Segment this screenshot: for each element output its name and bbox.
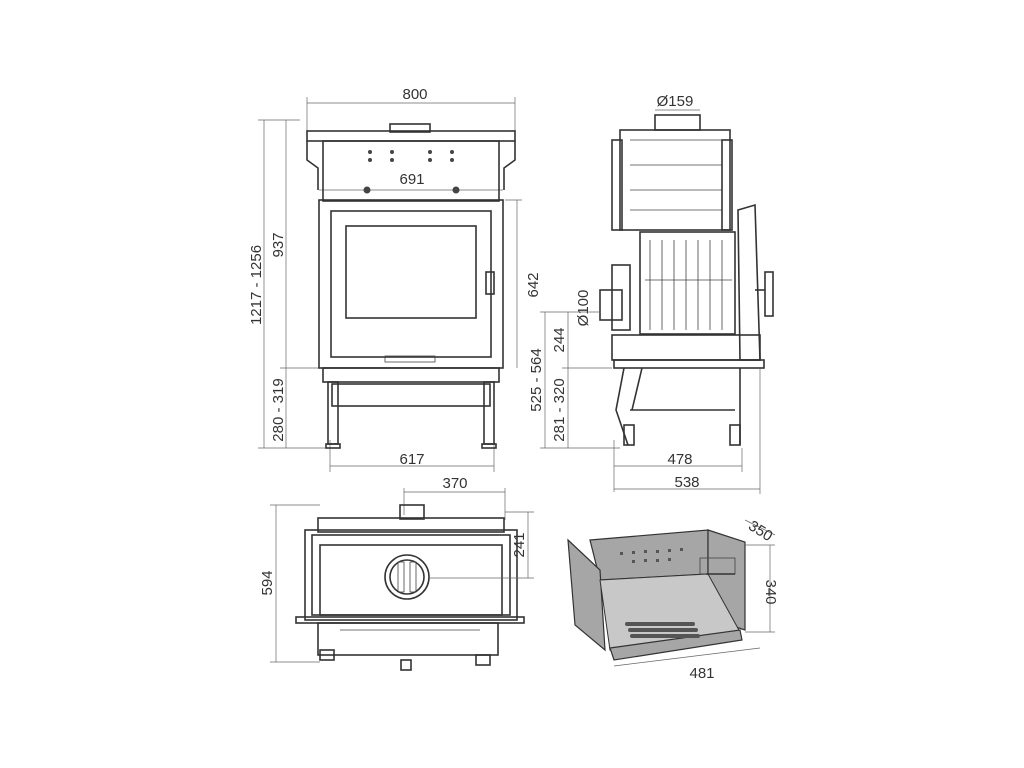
side-inlet-diameter-label: Ø100 <box>575 290 592 327</box>
side-total-depth-label: 538 <box>674 474 699 491</box>
firebox-depth-label: 350 <box>745 517 775 545</box>
top-view: 370 241 594 <box>259 475 534 671</box>
side-base-depth-label: 478 <box>667 451 692 468</box>
top-flue-offset-label: 370 <box>442 475 467 492</box>
top-total-depth-label: 594 <box>259 570 276 595</box>
firebox-height-label: 340 <box>762 579 779 604</box>
side-inlet-floor-label: 525 - 564 <box>528 348 545 411</box>
side-flue-diameter-label: Ø159 <box>657 93 694 110</box>
firebox-width-label: 481 <box>689 665 714 682</box>
front-leg-height-label: 280 - 319 <box>270 378 287 441</box>
front-width-label: 800 <box>402 86 427 103</box>
side-inlet-height-label: 244 <box>551 327 568 352</box>
top-flue-depth-label: 241 <box>511 532 528 557</box>
front-inner-width-label: 691 <box>399 171 424 188</box>
front-body-height-label: 937 <box>270 232 287 257</box>
front-view: 800 691 1217 - 1256 937 280 - 319 642 61… <box>248 86 542 472</box>
front-glass-height-label: 642 <box>525 272 542 297</box>
front-base-width-label: 617 <box>399 451 424 468</box>
side-view: Ø159 Ø100 <box>528 93 774 494</box>
firebox-view: 350 340 481 <box>567 517 779 682</box>
side-leg-height-label: 281 - 320 <box>551 378 568 441</box>
front-total-height-label: 1217 - 1256 <box>248 245 265 325</box>
